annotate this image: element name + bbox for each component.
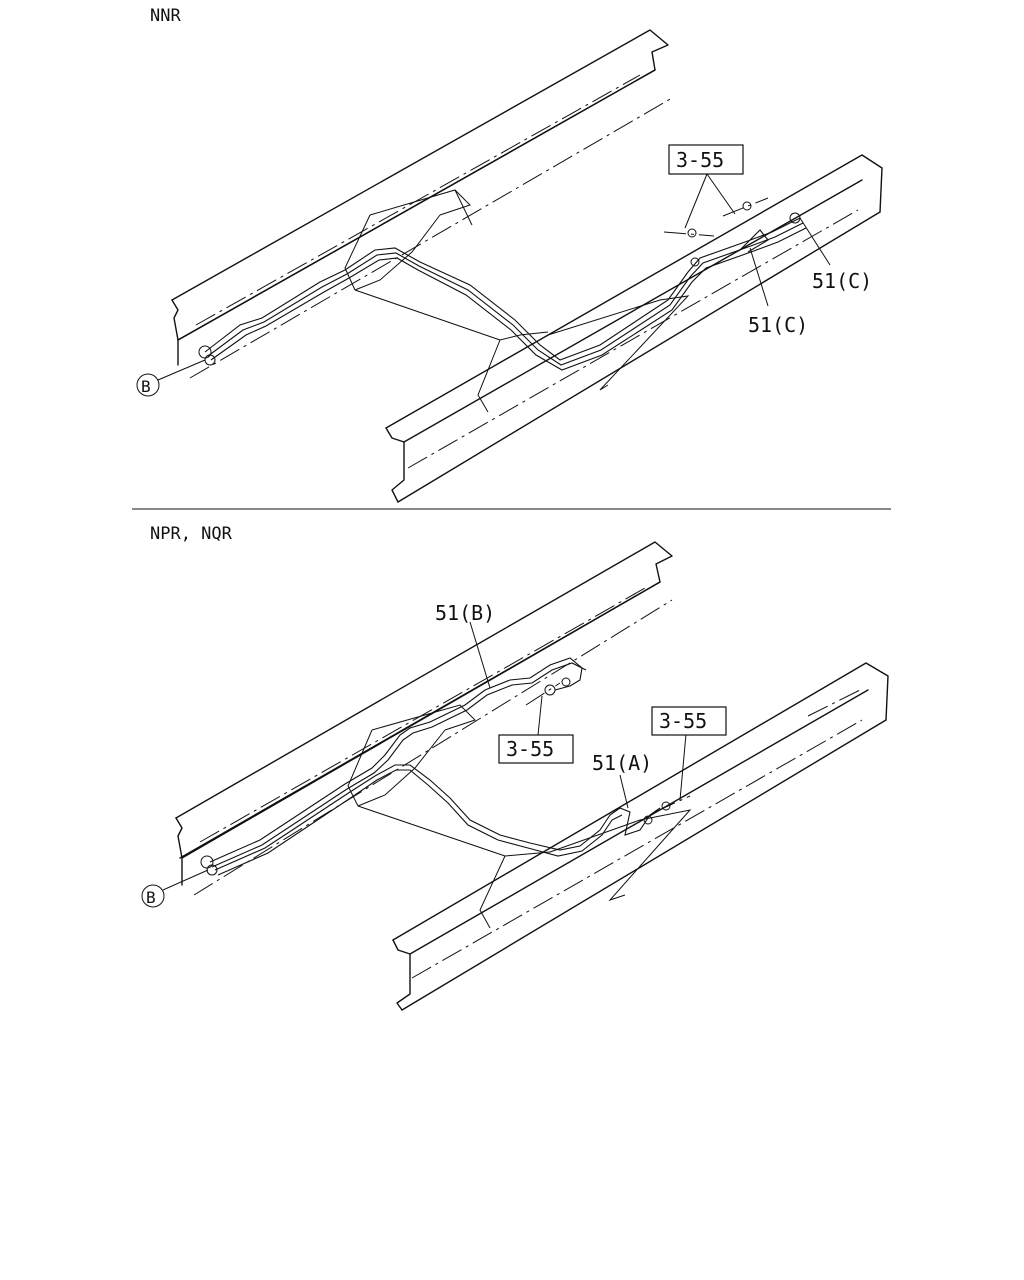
section-title-nnr: NNR <box>150 6 181 26</box>
section-npr-nqr: NPR, NQR <box>141 524 889 1011</box>
part-label-51c-upper: 51(C) <box>812 269 872 293</box>
frame-rail-lower <box>385 154 883 503</box>
section-title-npr-nqr: NPR, NQR <box>150 524 233 544</box>
ref-box-3-55-b <box>498 734 574 764</box>
ref-label-3-55-b: 3-55 <box>506 737 554 761</box>
brake-pipe-nnr <box>198 212 807 371</box>
circle-b-label: B <box>141 377 151 396</box>
part-label-51c-lower: 51(C) <box>748 313 808 337</box>
part-label-51b: 51(B) <box>435 601 495 625</box>
ref-label-3-55-a: 3-55 <box>659 709 707 733</box>
circle-b-label-2: B <box>146 888 156 907</box>
cross-member <box>344 189 549 413</box>
cross-member-2 <box>347 704 551 929</box>
frame-rail-upper <box>171 29 673 379</box>
fittings-npr <box>525 682 691 813</box>
part-label-51a: 51(A) <box>592 751 652 775</box>
fittings-nnr <box>663 197 769 238</box>
ref-label-3-55: 3-55 <box>676 148 724 172</box>
section-nnr: NNR <box>136 6 883 503</box>
ref-box-3-55 <box>668 144 744 175</box>
brake-pipe-npr <box>200 657 661 876</box>
leaders-npr <box>162 621 687 891</box>
leaders-nnr <box>157 173 831 381</box>
ref-box-3-55-a <box>651 706 727 736</box>
frame-rail-lower-2 <box>392 662 889 1011</box>
frame-rail-upper-2 <box>175 541 673 896</box>
circle-b-marker-2 <box>141 884 165 908</box>
circle-b-marker <box>136 373 160 397</box>
